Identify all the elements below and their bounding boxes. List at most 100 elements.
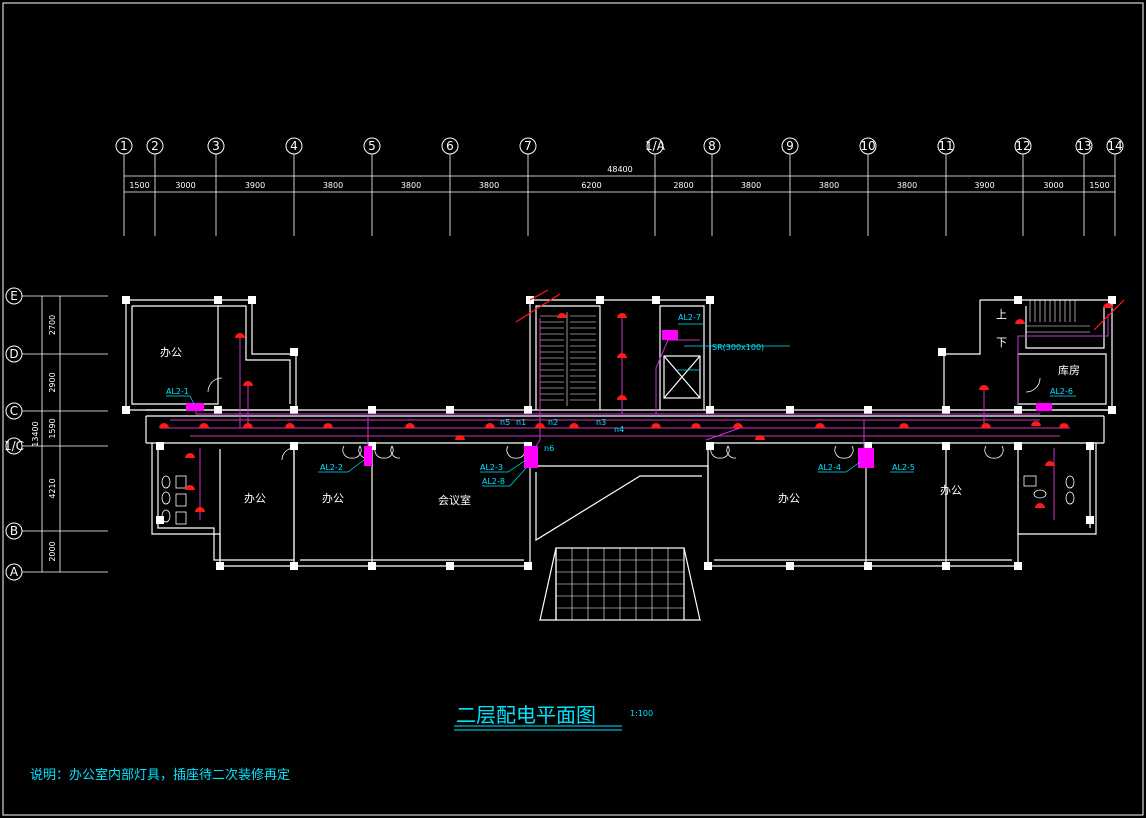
bay-dimension: 3800 bbox=[479, 181, 499, 190]
room-meeting: 会议室 bbox=[438, 493, 471, 507]
column-axis-3: 3 bbox=[207, 137, 225, 236]
row-axis-C: C bbox=[5, 402, 108, 420]
column-axis-label: 3 bbox=[212, 139, 220, 153]
row-dimension: 4210 bbox=[48, 478, 57, 498]
bay-dimension: 3900 bbox=[974, 181, 994, 190]
power-wiring bbox=[160, 314, 1109, 520]
drawing-note: 说明：办公室内部灯具，插座待二次装修再定 bbox=[30, 767, 290, 783]
red-leaders bbox=[515, 289, 1125, 331]
row-axis-label: E bbox=[10, 289, 18, 303]
column-axis-label: 14 bbox=[1107, 139, 1122, 153]
tray-label: SR(300x100) bbox=[712, 343, 764, 352]
drawing-title: 二层配电平面图 bbox=[456, 703, 596, 727]
column-axis-5: 5 bbox=[363, 137, 381, 236]
stair-down-label: 下 bbox=[996, 336, 1007, 349]
panel-label-al2-1: AL2-1 bbox=[166, 387, 189, 396]
room-office-3: 办公 bbox=[778, 492, 800, 505]
circuit-n2: n2 bbox=[548, 418, 558, 427]
circuit-n5: n5 bbox=[500, 418, 510, 427]
column-axis-label: 11 bbox=[938, 139, 953, 153]
bay-dimension: 3800 bbox=[897, 181, 917, 190]
bay-dimension: 3800 bbox=[819, 181, 839, 190]
panel-label-al2-7: AL2-7 bbox=[678, 313, 701, 322]
column-axis-11: 10 bbox=[859, 137, 877, 236]
panel-label-al2-8: AL2-8 bbox=[482, 477, 505, 486]
toilet-fixtures bbox=[161, 475, 1075, 525]
column-axis-label: 1 bbox=[120, 139, 128, 153]
bay-dimension: 3800 bbox=[401, 181, 421, 190]
column-axis-label: 9 bbox=[786, 139, 794, 153]
column-axis-7: 7 bbox=[519, 137, 537, 236]
bay-dimension: 3800 bbox=[741, 181, 761, 190]
bay-dimension: 2800 bbox=[673, 181, 693, 190]
row-dimension: 2900 bbox=[48, 372, 57, 392]
panel-box-al2-6 bbox=[1036, 403, 1052, 411]
bay-dimension: 3900 bbox=[245, 181, 265, 190]
row-axis-label: C bbox=[10, 404, 18, 418]
column-axis-label: 5 bbox=[368, 139, 376, 153]
panel-label-al2-4: AL2-4 bbox=[818, 463, 841, 472]
column-axis-label: 13 bbox=[1076, 139, 1091, 153]
circuit-n4: n4 bbox=[614, 425, 624, 434]
column-axis-13: 12 bbox=[1014, 137, 1032, 236]
column-axis-label: 2 bbox=[151, 139, 159, 153]
panel-box-al2-4 bbox=[858, 448, 874, 468]
panel-box-al2-7 bbox=[662, 330, 678, 340]
annotation-leaders bbox=[166, 323, 1076, 487]
stair-up-label: 上 bbox=[996, 308, 1007, 321]
building-walls bbox=[125, 299, 1113, 621]
bay-dimension: 6200 bbox=[581, 181, 601, 190]
bay-dimension: 3000 bbox=[175, 181, 195, 190]
drawing-scale: 1:100 bbox=[630, 709, 653, 718]
column-axis-14: 13 bbox=[1075, 137, 1093, 236]
wall-nw-office bbox=[125, 299, 297, 411]
column-axis-label: 4 bbox=[290, 139, 298, 153]
room-office-4: 办公 bbox=[940, 484, 962, 497]
room-office-nw: 办公 bbox=[160, 346, 182, 359]
column-axis-label: 8 bbox=[708, 139, 716, 153]
wall-ne-block bbox=[943, 299, 1113, 411]
column-axis-label: 12 bbox=[1015, 139, 1030, 153]
bay-dimension: 3000 bbox=[1043, 181, 1063, 190]
circuit-n1: n1 bbox=[516, 418, 526, 427]
column-axis-label: 1/A bbox=[645, 139, 666, 153]
bay-dimension: 1500 bbox=[129, 181, 149, 190]
circuit-n3: n3 bbox=[596, 418, 606, 427]
column-axis-6: 6 bbox=[441, 137, 459, 236]
panel-labels: AL2-1 AL2-2 AL2-3 AL2-8 AL2-7 AL2-4 AL2-… bbox=[166, 313, 1073, 486]
row-axis-A: A bbox=[5, 563, 108, 581]
column-axis-4: 4 bbox=[285, 137, 303, 236]
row-dimension: 2700 bbox=[48, 315, 57, 335]
bay-dimensions: 1500 3000 3900 3800 3800 3800 6200 2800 3800 3800… bbox=[129, 181, 1109, 190]
row-axis-E: E bbox=[5, 287, 108, 305]
column-axis-label: 10 bbox=[860, 139, 875, 153]
room-office-1: 办公 bbox=[244, 492, 266, 505]
room-storage: 库房 bbox=[1058, 364, 1080, 377]
column-axis-label: 7 bbox=[524, 139, 532, 153]
row-axis-label: B bbox=[10, 524, 18, 538]
circuit-labels: n1 n2 n3 n4 n5 n6 bbox=[500, 418, 624, 453]
title-block: 二层配电平面图 1:100 说明：办公室内部灯具，插座待二次装修再定 bbox=[30, 703, 653, 783]
light-fixtures bbox=[159, 303, 1113, 512]
row-axis-D: D bbox=[5, 345, 108, 363]
column-axis-label: 6 bbox=[446, 139, 454, 153]
column-axis-15: 14 bbox=[1106, 137, 1124, 236]
column-axis-10: 9 bbox=[781, 137, 799, 236]
panel-label-al2-3: AL2-3 bbox=[480, 463, 503, 472]
panel-label-al2-5: AL2-5 bbox=[892, 463, 915, 472]
row-dimension-total: 13400 bbox=[31, 421, 40, 446]
room-labels: 办公 办公 办公 会议室 办公 办公 库房 上 下 bbox=[160, 308, 1080, 507]
column-axis-1: 1 bbox=[115, 137, 133, 236]
panel-box-al2-1 bbox=[186, 403, 204, 411]
row-dimension: 1590 bbox=[48, 418, 57, 438]
panel-box-al2-3 bbox=[524, 446, 538, 468]
panel-label-al2-2: AL2-2 bbox=[320, 463, 343, 472]
room-office-2: 办公 bbox=[322, 492, 344, 505]
